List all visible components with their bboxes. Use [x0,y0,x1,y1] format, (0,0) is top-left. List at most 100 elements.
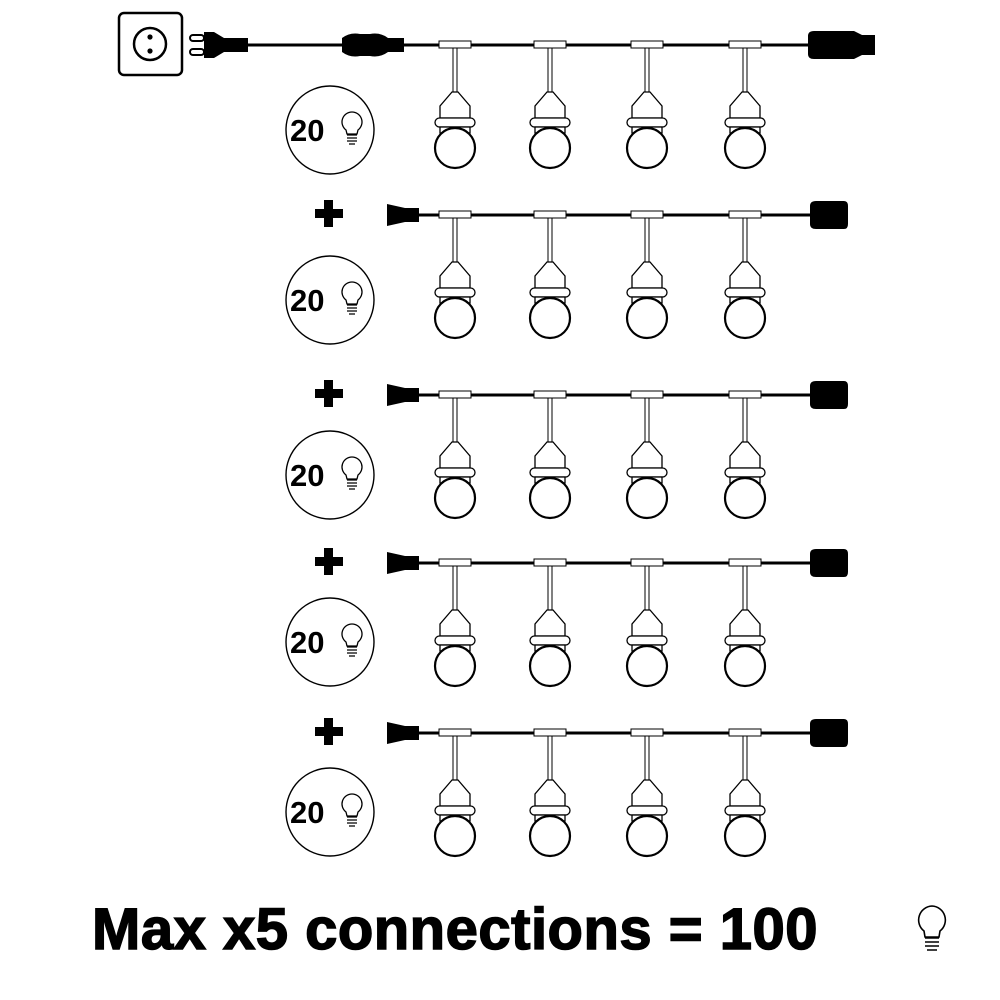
lamp-holder [534,779,566,807]
lamp-holder [439,441,471,469]
bulb-count-text: 20 [290,458,324,493]
wire-clip [533,210,567,219]
wall-socket-icon [117,11,184,77]
light-strand: 20 [285,549,848,688]
bulb-glass [528,644,572,688]
drop-wire [644,397,650,443]
holder-ring [434,287,476,298]
bulb-glass [341,793,363,817]
male-connector [387,722,419,744]
male-connector [387,552,419,574]
bulb-glass [723,814,767,858]
lamp-holder [534,261,566,289]
hanging-bulb [723,40,767,170]
holder-ring [529,805,571,816]
holder-ring [529,467,571,478]
lamp-holder [631,609,663,637]
max-connections-label: Max x5 connections = 100 [91,896,818,963]
wire-clip [533,558,567,567]
bulb-icon [341,281,363,315]
hanging-bulb [528,390,572,520]
bulb-glass [625,476,669,520]
plus-v [324,380,333,407]
holder-ring [529,117,571,128]
wire-clip [533,40,567,49]
holder-ring [724,117,766,128]
hanging-bulb [433,40,477,170]
wire-clip [728,40,762,49]
wire-clip [438,728,472,737]
bulb-glass [341,456,363,480]
bulb-glass [625,296,669,340]
hanging-bulb [625,558,669,688]
wire-clip [728,210,762,219]
wire-clip [630,40,664,49]
hanging-bulb [625,210,669,340]
hanging-bulb [528,558,572,688]
lamp-holder [729,91,761,119]
lamp-holder [439,91,471,119]
drop-wire [644,735,650,781]
drop-wire [644,217,650,263]
drop-wire [547,397,553,443]
bulb-thread [347,479,357,490]
wire-clip [728,390,762,399]
bulb-count-text: 20 [290,625,324,660]
badge-circle [285,85,375,175]
holder-ring [529,635,571,646]
lamp-holder [534,609,566,637]
plug-pin [189,48,205,56]
hanging-bulb [625,728,669,858]
hanging-bulb [723,390,767,520]
bulb-count-badge: 20 [285,430,375,520]
plus-icon [315,548,343,575]
lamp-holder [439,609,471,637]
hanging-bulb [433,558,477,688]
holder-ring [434,805,476,816]
footer-bulb-icon [917,905,947,951]
light-strand: 20 [285,201,848,345]
plug-body [204,32,248,58]
bulb-count-badge: 20 [285,255,375,345]
bulb-glass [723,296,767,340]
bulb-icon [341,793,363,827]
male-connector [387,384,419,406]
holder-ring [529,287,571,298]
bulb-count-badge: 20 [285,597,375,687]
hanging-bulb [528,728,572,858]
lamp-holder [729,779,761,807]
hanging-bulb [433,390,477,520]
lamp-holder [631,779,663,807]
badge-circle [285,430,375,520]
bulb-glass [433,814,477,858]
bulb-glass [528,814,572,858]
bulb-glass [528,126,572,170]
wire-clip [728,558,762,567]
holder-ring [434,117,476,128]
lamp-holder [631,261,663,289]
wire-clip [438,40,472,49]
drop-wire [452,397,458,443]
drop-wire [452,735,458,781]
bulb-thread [347,646,357,657]
plug-pin [189,34,205,42]
holder-ring [724,635,766,646]
holder-ring [434,467,476,478]
holder-ring [724,287,766,298]
bulb-thread [347,816,357,827]
end-socket [810,549,848,577]
bulb-glass [625,814,669,858]
male-connector [387,204,419,226]
holder-ring [626,635,668,646]
bulb-count-badge: 20 [285,85,375,175]
end-socket [810,719,848,747]
hanging-bulb [723,728,767,858]
lamp-holder [534,91,566,119]
bulb-count-text: 20 [290,113,324,148]
drop-wire [742,217,748,263]
drop-wire [547,217,553,263]
wire-clip [438,210,472,219]
holder-ring [626,467,668,478]
plus-icon [315,380,343,407]
